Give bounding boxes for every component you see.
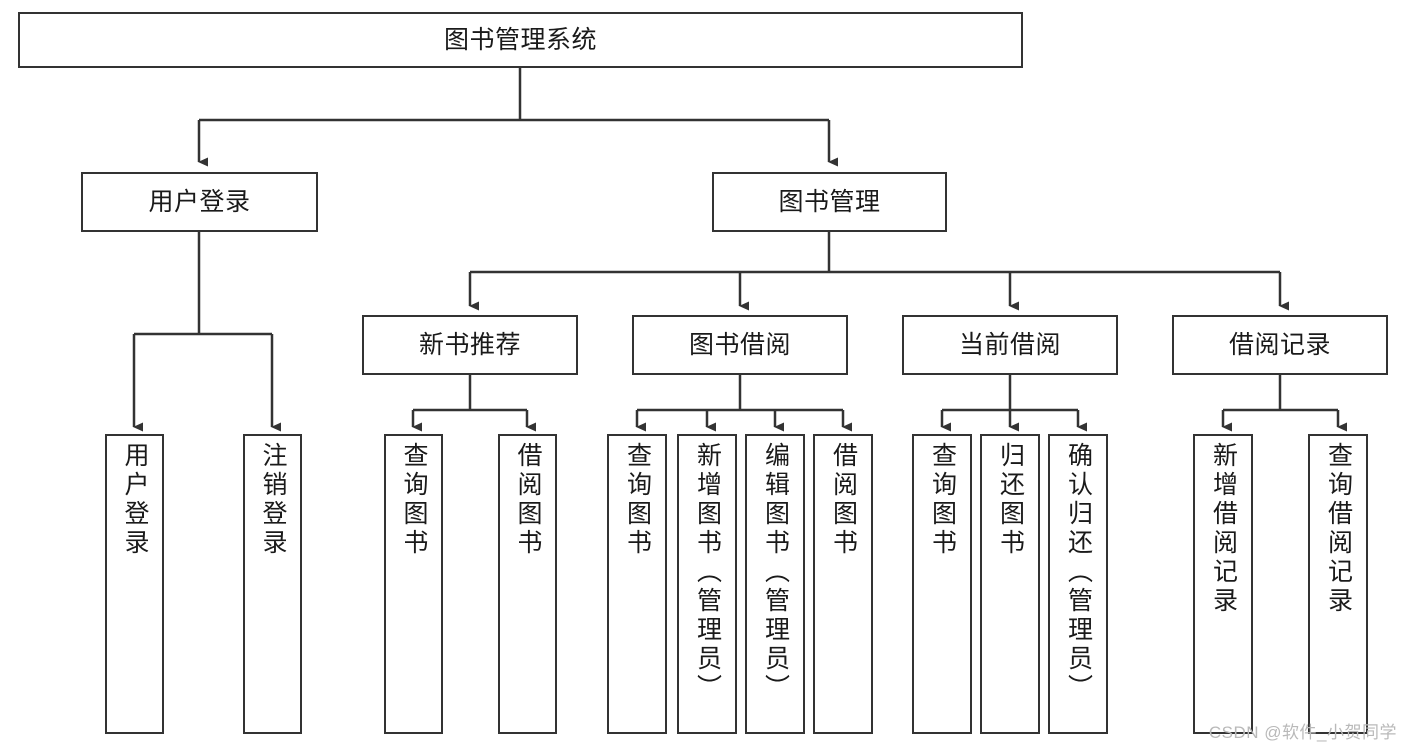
- node-root-book-management-system[interactable]: 图书管理系统: [18, 12, 1023, 68]
- node-label: 图书管理系统: [443, 26, 597, 54]
- node-label: 用户登录: [121, 442, 149, 558]
- node-label: 图书借阅: [688, 331, 791, 359]
- leaf-query-book-current[interactable]: 查询图书: [912, 434, 972, 734]
- leaf-add-borrow-record[interactable]: 新增借阅记录: [1193, 434, 1253, 734]
- node-label: 查询图书: [928, 442, 957, 558]
- node-label: 新增借阅记录: [1209, 442, 1238, 616]
- leaf-user-login[interactable]: 用户登录: [105, 434, 164, 734]
- node-label: 新书推荐: [418, 331, 521, 359]
- leaf-query-book-new[interactable]: 查询图书: [384, 434, 443, 734]
- leaf-logout[interactable]: 注销登录: [243, 434, 302, 734]
- node-label: 借阅图书: [829, 442, 858, 558]
- node-label: 编辑图书（管理员）: [761, 442, 790, 703]
- node-label: 查询图书: [623, 442, 652, 558]
- node-label: 用户登录: [148, 188, 251, 216]
- node-label: 图书管理: [778, 188, 881, 216]
- node-label: 确认归还（管理员）: [1064, 442, 1093, 703]
- leaf-query-borrow-record[interactable]: 查询借阅记录: [1308, 434, 1368, 734]
- node-book-management[interactable]: 图书管理: [712, 172, 947, 232]
- node-label: 注销登录: [259, 442, 287, 558]
- leaf-borrow-book-new[interactable]: 借阅图书: [498, 434, 557, 734]
- leaf-return-book[interactable]: 归还图书: [980, 434, 1040, 734]
- node-label: 当前借阅: [958, 331, 1061, 359]
- node-new-book-recommendation[interactable]: 新书推荐: [362, 315, 578, 375]
- node-label: 借阅图书: [514, 442, 542, 558]
- node-borrowing-records[interactable]: 借阅记录: [1172, 315, 1388, 375]
- node-label: 借阅记录: [1228, 331, 1331, 359]
- leaf-query-book-borrow[interactable]: 查询图书: [607, 434, 667, 734]
- node-user-login[interactable]: 用户登录: [81, 172, 318, 232]
- leaf-add-book-admin[interactable]: 新增图书（管理员）: [677, 434, 737, 734]
- node-current-borrowing[interactable]: 当前借阅: [902, 315, 1118, 375]
- leaf-borrow-book[interactable]: 借阅图书: [813, 434, 873, 734]
- leaf-edit-book-admin[interactable]: 编辑图书（管理员）: [745, 434, 805, 734]
- node-label: 归还图书: [996, 442, 1025, 558]
- node-label: 查询借阅记录: [1324, 442, 1353, 616]
- node-label: 新增图书（管理员）: [693, 442, 722, 703]
- leaf-confirm-return-admin[interactable]: 确认归还（管理员）: [1048, 434, 1108, 734]
- node-label: 查询图书: [400, 442, 428, 558]
- csdn-watermark: CSDN @软件_小贺同学: [1208, 723, 1397, 742]
- node-book-borrowing[interactable]: 图书借阅: [632, 315, 848, 375]
